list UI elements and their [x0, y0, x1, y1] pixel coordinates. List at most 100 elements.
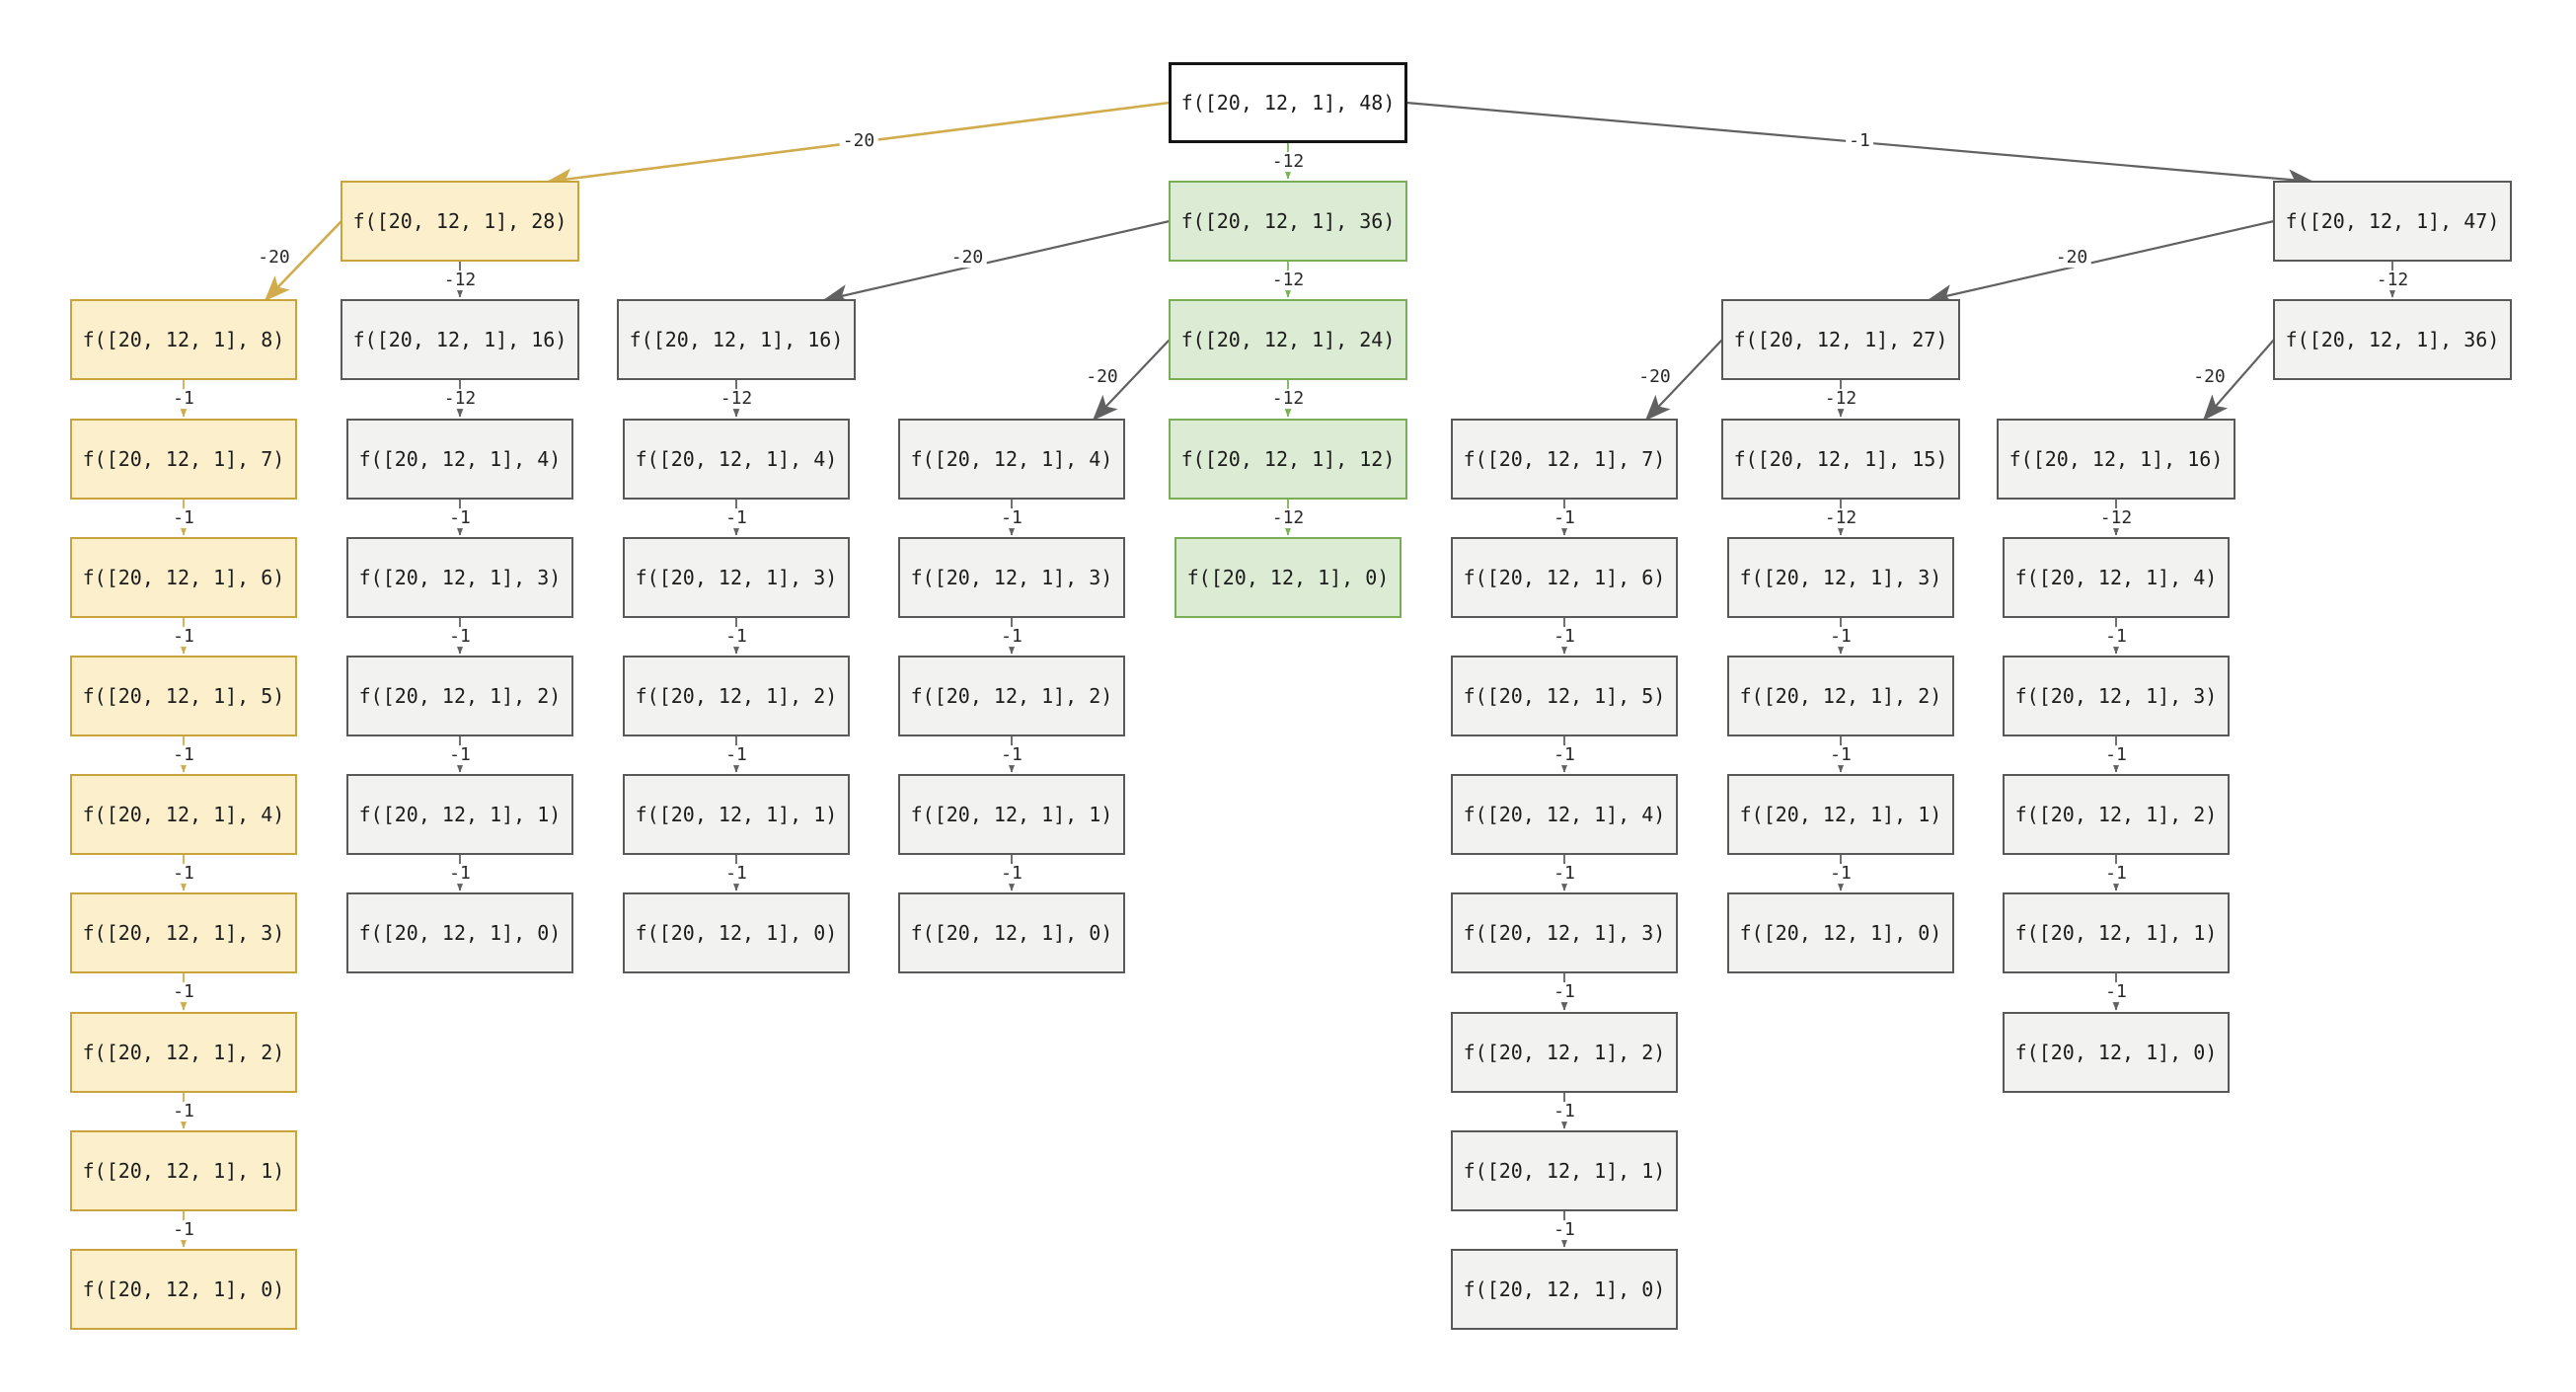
edge-line — [1644, 339, 1723, 422]
tree-node-c5r2: f([20, 12, 1], 24) — [1169, 299, 1407, 380]
edge-cost-label: -1 — [722, 508, 750, 528]
edge-line — [264, 220, 342, 302]
tree-node-c7r5: f([20, 12, 1], 2) — [1727, 656, 1954, 736]
edge-cost-label: -1 — [170, 745, 197, 765]
edge-cost-label: -12 — [440, 271, 480, 290]
edge-cost-label: -1 — [722, 745, 750, 765]
tree-node-c2r3: f([20, 12, 1], 4) — [346, 419, 573, 500]
edge-cost-label: -1 — [1551, 864, 1578, 884]
edge-cost-label: -1 — [1827, 745, 1855, 765]
tree-node-c4r5: f([20, 12, 1], 2) — [898, 656, 1125, 736]
tree-node-c4r7: f([20, 12, 1], 0) — [898, 892, 1125, 973]
edge-line — [2202, 339, 2275, 422]
tree-node-c8r5: f([20, 12, 1], 3) — [2003, 656, 2230, 736]
edge-cost-label: -1 — [1551, 982, 1578, 1002]
edge-cost-label: -1 — [722, 627, 750, 647]
edge-cost-label: -1 — [2102, 982, 2130, 1002]
tree-node-c5r0: f([20, 12, 1], 48) — [1169, 62, 1407, 143]
tree-node-c2r2: f([20, 12, 1], 16) — [341, 299, 579, 380]
tree-node-c2r7: f([20, 12, 1], 0) — [346, 892, 573, 973]
edge-cost-label: -1 — [998, 864, 1025, 884]
tree-node-c3r2: f([20, 12, 1], 16) — [617, 299, 856, 380]
tree-node-c9r2: f([20, 12, 1], 36) — [2273, 299, 2512, 380]
edge-cost-label: -20 — [2190, 366, 2229, 387]
edge-cost-label: -20 — [2052, 248, 2091, 268]
tree-node-c1r9: f([20, 12, 1], 1) — [70, 1130, 297, 1211]
tree-node-c2r1: f([20, 12, 1], 28) — [341, 181, 579, 262]
tree-node-c6r10: f([20, 12, 1], 0) — [1451, 1249, 1678, 1330]
edge-cost-label: -20 — [947, 248, 987, 268]
tree-node-c9r1: f([20, 12, 1], 47) — [2273, 181, 2512, 262]
tree-node-c4r3: f([20, 12, 1], 4) — [898, 419, 1125, 500]
edge-cost-label: -1 — [2102, 864, 2130, 884]
edge-cost-label: -20 — [839, 131, 878, 151]
tree-node-c2r4: f([20, 12, 1], 3) — [346, 537, 573, 618]
edge-cost-label: -12 — [1268, 389, 1308, 409]
tree-node-c4r4: f([20, 12, 1], 3) — [898, 537, 1125, 618]
tree-node-c5r1: f([20, 12, 1], 36) — [1169, 181, 1407, 262]
tree-node-c6r3: f([20, 12, 1], 7) — [1451, 419, 1678, 500]
edge-cost-label: -20 — [1083, 366, 1121, 387]
tree-node-c7r3: f([20, 12, 1], 15) — [1721, 419, 1960, 500]
edge-cost-label: -1 — [722, 864, 750, 884]
tree-node-c6r8: f([20, 12, 1], 2) — [1451, 1012, 1678, 1093]
tree-node-c1r4: f([20, 12, 1], 6) — [70, 537, 297, 618]
tree-node-c2r6: f([20, 12, 1], 1) — [346, 774, 573, 855]
tree-node-c5r4: f([20, 12, 1], 0) — [1174, 537, 1402, 618]
tree-node-c3r4: f([20, 12, 1], 3) — [623, 537, 850, 618]
edge-cost-label: -12 — [1268, 152, 1308, 172]
edge-cost-label: -1 — [170, 1220, 197, 1240]
tree-node-c6r7: f([20, 12, 1], 3) — [1451, 892, 1678, 973]
tree-node-c1r2: f([20, 12, 1], 8) — [70, 299, 297, 380]
tree-node-c4r6: f([20, 12, 1], 1) — [898, 774, 1125, 855]
edge-cost-label: -1 — [1551, 1220, 1578, 1240]
edge-cost-label: -1 — [170, 864, 197, 884]
tree-node-c8r8: f([20, 12, 1], 0) — [2003, 1012, 2230, 1093]
edge-cost-label: -1 — [170, 389, 197, 409]
edge-cost-label: -1 — [1551, 508, 1578, 528]
tree-node-c6r5: f([20, 12, 1], 5) — [1451, 656, 1678, 736]
tree-node-c6r4: f([20, 12, 1], 6) — [1451, 537, 1678, 618]
tree-node-c3r6: f([20, 12, 1], 1) — [623, 774, 850, 855]
tree-node-c1r7: f([20, 12, 1], 3) — [70, 892, 297, 973]
edge-cost-label: -1 — [998, 508, 1025, 528]
tree-node-c1r8: f([20, 12, 1], 2) — [70, 1012, 297, 1093]
tree-node-c8r7: f([20, 12, 1], 1) — [2003, 892, 2230, 973]
edge-cost-label: -12 — [440, 389, 480, 409]
tree-node-c8r6: f([20, 12, 1], 2) — [2003, 774, 2230, 855]
tree-node-c7r6: f([20, 12, 1], 1) — [1727, 774, 1954, 855]
tree-node-c3r7: f([20, 12, 1], 0) — [623, 892, 850, 973]
edge-cost-label: -20 — [1635, 366, 1674, 387]
tree-node-c1r6: f([20, 12, 1], 4) — [70, 774, 297, 855]
edge-cost-label: -12 — [717, 389, 756, 409]
edge-line — [1927, 219, 2275, 305]
tree-node-c1r10: f([20, 12, 1], 0) — [70, 1249, 297, 1330]
tree-node-c1r3: f([20, 12, 1], 7) — [70, 419, 297, 500]
edge-cost-label: -1 — [2102, 745, 2130, 765]
edge-cost-label: -1 — [1551, 627, 1578, 647]
edge-cost-label: -1 — [170, 982, 197, 1002]
edge-cost-label: -1 — [170, 1102, 197, 1121]
tree-node-c3r3: f([20, 12, 1], 4) — [623, 419, 850, 500]
edge-line — [822, 219, 1171, 305]
edge-cost-label: -20 — [255, 248, 293, 268]
edge-cost-label: -1 — [446, 508, 474, 528]
edge-cost-label: -12 — [2096, 508, 2136, 528]
edge-cost-label: -12 — [1268, 271, 1308, 290]
tree-node-c2r5: f([20, 12, 1], 2) — [346, 656, 573, 736]
edge-cost-label: -1 — [1551, 745, 1578, 765]
edge-cost-label: -1 — [1551, 1102, 1578, 1121]
edge-cost-label: -1 — [1827, 627, 1855, 647]
edge-cost-label: -1 — [446, 745, 474, 765]
tree-node-c7r7: f([20, 12, 1], 0) — [1727, 892, 1954, 973]
tree-node-c1r5: f([20, 12, 1], 5) — [70, 656, 297, 736]
edge-cost-label: -12 — [2373, 271, 2412, 290]
tree-node-c6r6: f([20, 12, 1], 4) — [1451, 774, 1678, 855]
edge-cost-label: -1 — [2102, 627, 2130, 647]
edge-cost-label: -1 — [998, 627, 1025, 647]
tree-node-c5r3: f([20, 12, 1], 12) — [1169, 419, 1407, 500]
edge-cost-label: -12 — [1821, 389, 1860, 409]
edge-cost-label: -1 — [1846, 131, 1873, 151]
tree-node-c8r3: f([20, 12, 1], 16) — [1997, 419, 2235, 500]
